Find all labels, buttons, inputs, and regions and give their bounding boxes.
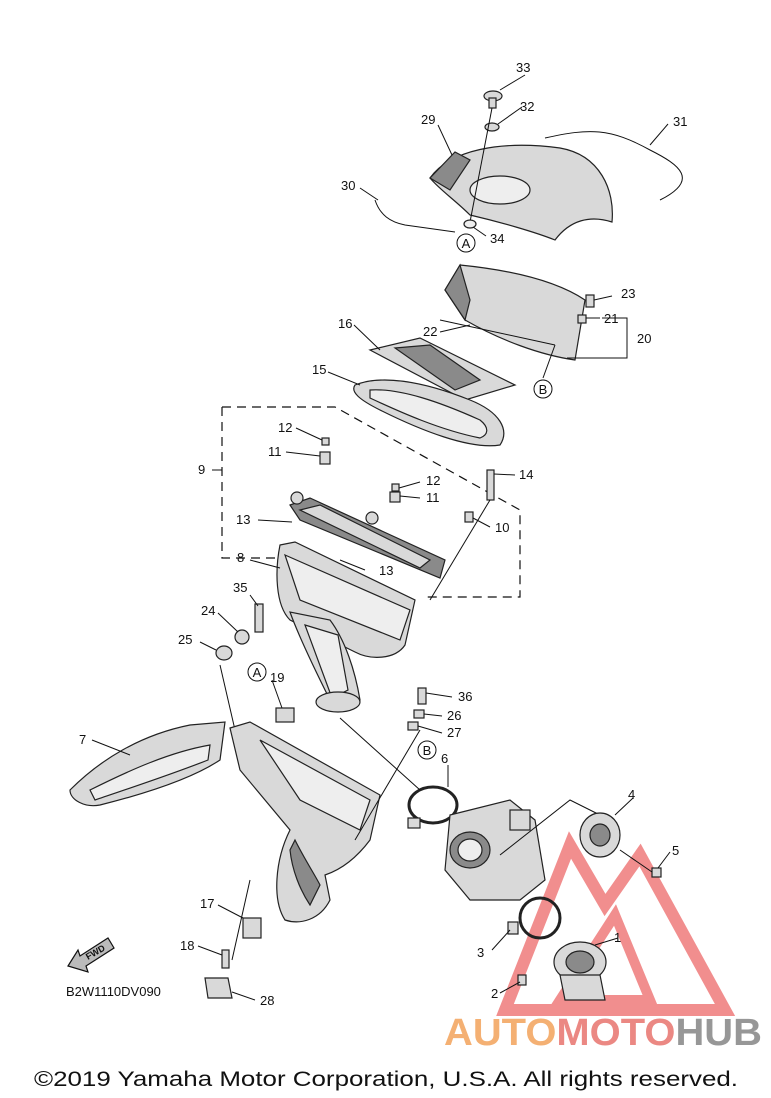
callout: 18 [180,938,194,953]
callout: 6 [441,751,448,766]
callout: 35 [233,580,247,595]
svg-text:A: A [253,665,262,680]
clip-19 [275,707,295,723]
group-9-outline [221,406,521,598]
callout: 2 [491,986,498,1001]
callout: 9 [198,462,205,477]
intake-duct-part [444,263,586,361]
cable-30 [374,199,456,233]
leader-lines [91,74,671,1001]
callout: 12 [278,420,292,435]
collar-27 [407,721,419,731]
sensor-4 [579,812,621,858]
bolt-2 [517,974,527,986]
callout: 25 [178,632,192,647]
callout: 12 [426,473,440,488]
damper-28 [204,977,233,999]
callout: 24 [201,603,215,618]
callout: 33 [516,60,530,75]
callout: 13 [379,563,393,578]
callout: 17 [200,896,214,911]
collar-17 [242,917,262,939]
callout: 11 [268,444,282,459]
callout-numbers: 33 32 29 31 30 34 23 21 20 22 16 15 12 1… [79,60,687,1008]
bolt-33 [483,90,503,109]
callout: 26 [447,708,461,723]
ref-marker-b-top: B [533,379,553,399]
grommet-25 [215,645,233,661]
callout: 1 [614,930,621,945]
clamp-band-6 [407,785,459,829]
screw-12-top [321,437,330,446]
throttle-body [444,799,546,901]
callout: 3 [477,945,484,960]
bolt-14 [486,469,495,501]
lower-intake-duct [229,721,381,923]
callout: 10 [495,520,509,535]
callout: 30 [341,178,355,193]
top-cover-part [429,144,613,241]
ref-marker-b-mid: B [417,740,437,760]
fwd-arrow-icon: FWD [67,937,115,973]
callout: 31 [673,114,687,129]
callout: 32 [520,99,534,114]
svg-text:B: B [423,743,432,758]
watermark-moto: MOTO [556,1012,675,1054]
filter-frame-part [368,337,517,401]
collar-10 [464,511,474,523]
grommet-34 [463,219,477,229]
grommet-11-mid [389,491,401,503]
watermark-auto: AUTO [444,1012,556,1054]
callout: 7 [79,732,86,747]
bolt-36 [417,687,427,705]
joint-1 [553,941,607,1001]
bolt-23 [585,294,595,308]
diagram-code: B2W1110DV090 [66,984,161,999]
svg-text:A: A [462,236,471,251]
air-box-case [276,541,416,713]
callout: 27 [447,725,461,740]
callout: 11 [426,490,440,505]
copyright-notice: ©2019 Yamaha Motor Corporation, U.S.A. A… [34,1068,738,1091]
svg-text:B: B [539,382,548,397]
callout: 20 [637,331,651,346]
callout: 36 [458,689,472,704]
callout: 15 [312,362,326,377]
callout: 8 [237,550,244,565]
watermark-hub: HUB [675,1012,762,1054]
callout: 5 [672,843,679,858]
clamp-screw-3 [507,921,519,935]
ref-marker-a-top: A [456,233,476,253]
cable-31 [544,131,683,201]
grommet-21 [577,314,587,324]
grommet-26 [413,709,425,719]
filter-case-lid [289,491,446,579]
callout: 21 [604,311,618,326]
screw-12-mid [391,483,400,492]
side-cover-7 [69,721,226,807]
callout: 19 [270,670,284,685]
callout: 13 [236,512,250,527]
air-filter-element [353,379,505,447]
callout: 14 [519,467,533,482]
callout: 28 [260,993,274,1008]
screw-5 [651,867,662,878]
callout: 23 [621,286,635,301]
callout: 4 [628,787,635,802]
callout: 29 [421,112,435,127]
callout: 22 [423,324,437,339]
grommet-11-top [319,451,331,465]
clamp-3 [518,896,562,940]
bolt-35 [254,603,264,633]
callout: 16 [338,316,352,331]
bolt-18 [221,949,230,969]
washer-32 [484,122,500,132]
callout: 34 [490,231,504,246]
ref-marker-a-mid: A [247,662,267,682]
grommet-24 [234,629,250,645]
